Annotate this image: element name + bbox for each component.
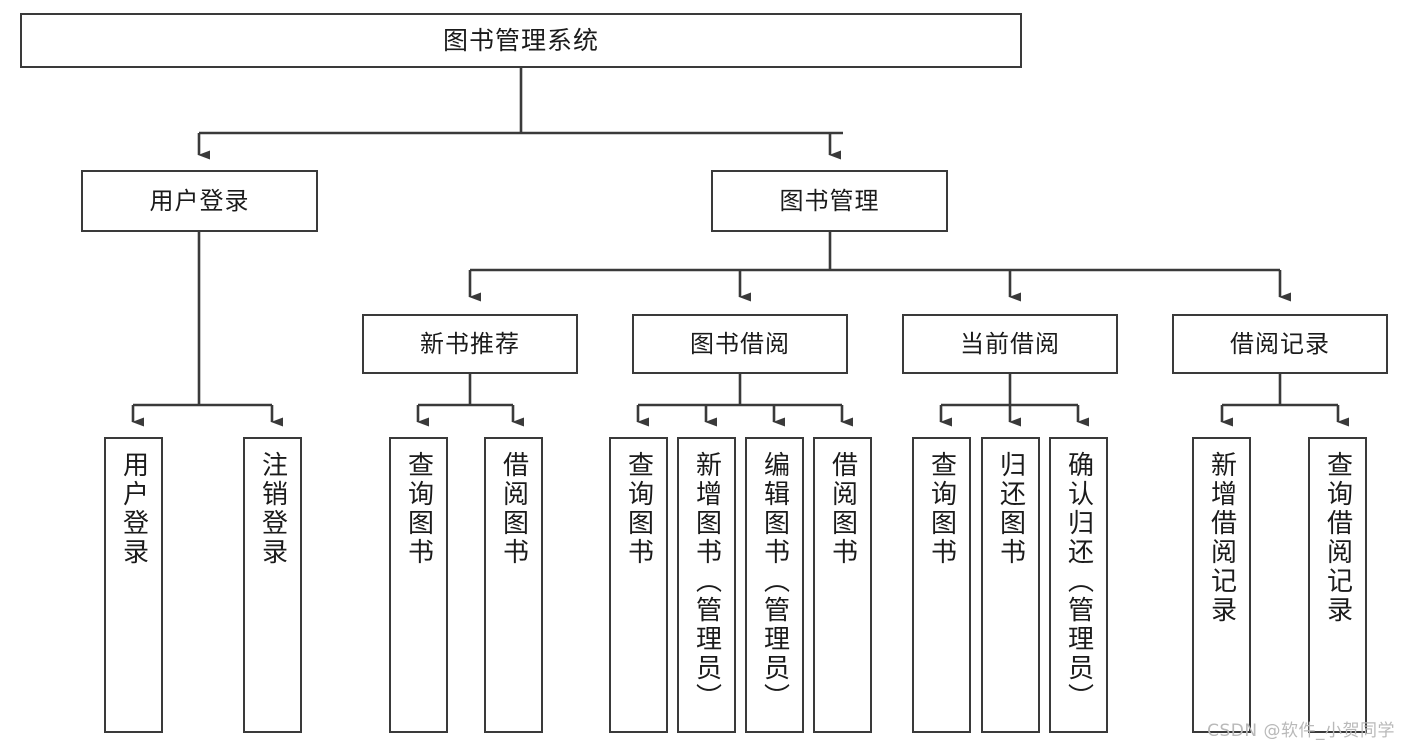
leaf-new-book-rec-1[interactable]: 查询图书 (389, 437, 448, 733)
leaf-current-borrow-1[interactable]: 查询图书 (912, 437, 971, 733)
leaf-current-borrow-2[interactable]: 归还图书 (981, 437, 1040, 733)
node-current-borrow[interactable]: 当前借阅 (902, 314, 1118, 374)
leaf-book-borrow-1-label: 查询图书 (623, 451, 654, 567)
leaf-book-borrow-4-label: 借阅图书 (827, 451, 858, 567)
node-root[interactable]: 图书管理系统 (20, 13, 1022, 68)
node-book-borrow[interactable]: 图书借阅 (632, 314, 848, 374)
node-new-book-rec[interactable]: 新书推荐 (362, 314, 578, 374)
leaf-book-borrow-3[interactable]: 编辑图书（管理员） (745, 437, 804, 733)
leaf-borrow-record-2-label: 查询借阅记录 (1322, 451, 1353, 625)
leaf-current-borrow-3[interactable]: 确认归还（管理员） (1049, 437, 1108, 733)
leaf-user-login-2-label: 注销登录 (257, 451, 288, 567)
node-user-login[interactable]: 用户登录 (81, 170, 318, 232)
leaf-borrow-record-1-label: 新增借阅记录 (1206, 451, 1237, 625)
node-current-borrow-label: 当前借阅 (960, 329, 1060, 358)
node-book-manage[interactable]: 图书管理 (711, 170, 948, 232)
csdn-watermark: CSDN @软件_小贺同学 (1207, 721, 1395, 741)
leaf-current-borrow-1-label: 查询图书 (926, 451, 957, 567)
leaf-user-login-1-label: 用户登录 (118, 451, 149, 567)
node-borrow-record-label: 借阅记录 (1230, 329, 1330, 358)
leaf-book-borrow-2[interactable]: 新增图书（管理员） (677, 437, 736, 733)
leaf-borrow-record-2[interactable]: 查询借阅记录 (1308, 437, 1367, 733)
leaf-user-login-2[interactable]: 注销登录 (243, 437, 302, 733)
node-book-borrow-label: 图书借阅 (690, 329, 790, 358)
node-new-book-rec-label: 新书推荐 (420, 329, 520, 358)
leaf-current-borrow-3-label: 确认归还（管理员） (1063, 451, 1094, 712)
leaf-book-borrow-3-label: 编辑图书（管理员） (759, 451, 790, 712)
leaf-book-borrow-2-label: 新增图书（管理员） (691, 451, 722, 712)
leaf-new-book-rec-2-label: 借阅图书 (498, 451, 529, 567)
leaf-book-borrow-1[interactable]: 查询图书 (609, 437, 668, 733)
leaf-user-login-1[interactable]: 用户登录 (104, 437, 163, 733)
node-root-label: 图书管理系统 (442, 25, 599, 55)
leaf-new-book-rec-2[interactable]: 借阅图书 (484, 437, 543, 733)
leaf-new-book-rec-1-label: 查询图书 (403, 451, 434, 567)
node-book-manage-label: 图书管理 (779, 186, 880, 215)
node-user-login-label: 用户登录 (149, 186, 250, 215)
leaf-book-borrow-4[interactable]: 借阅图书 (813, 437, 872, 733)
leaf-borrow-record-1[interactable]: 新增借阅记录 (1192, 437, 1251, 733)
leaf-current-borrow-2-label: 归还图书 (995, 451, 1026, 567)
node-borrow-record[interactable]: 借阅记录 (1172, 314, 1388, 374)
